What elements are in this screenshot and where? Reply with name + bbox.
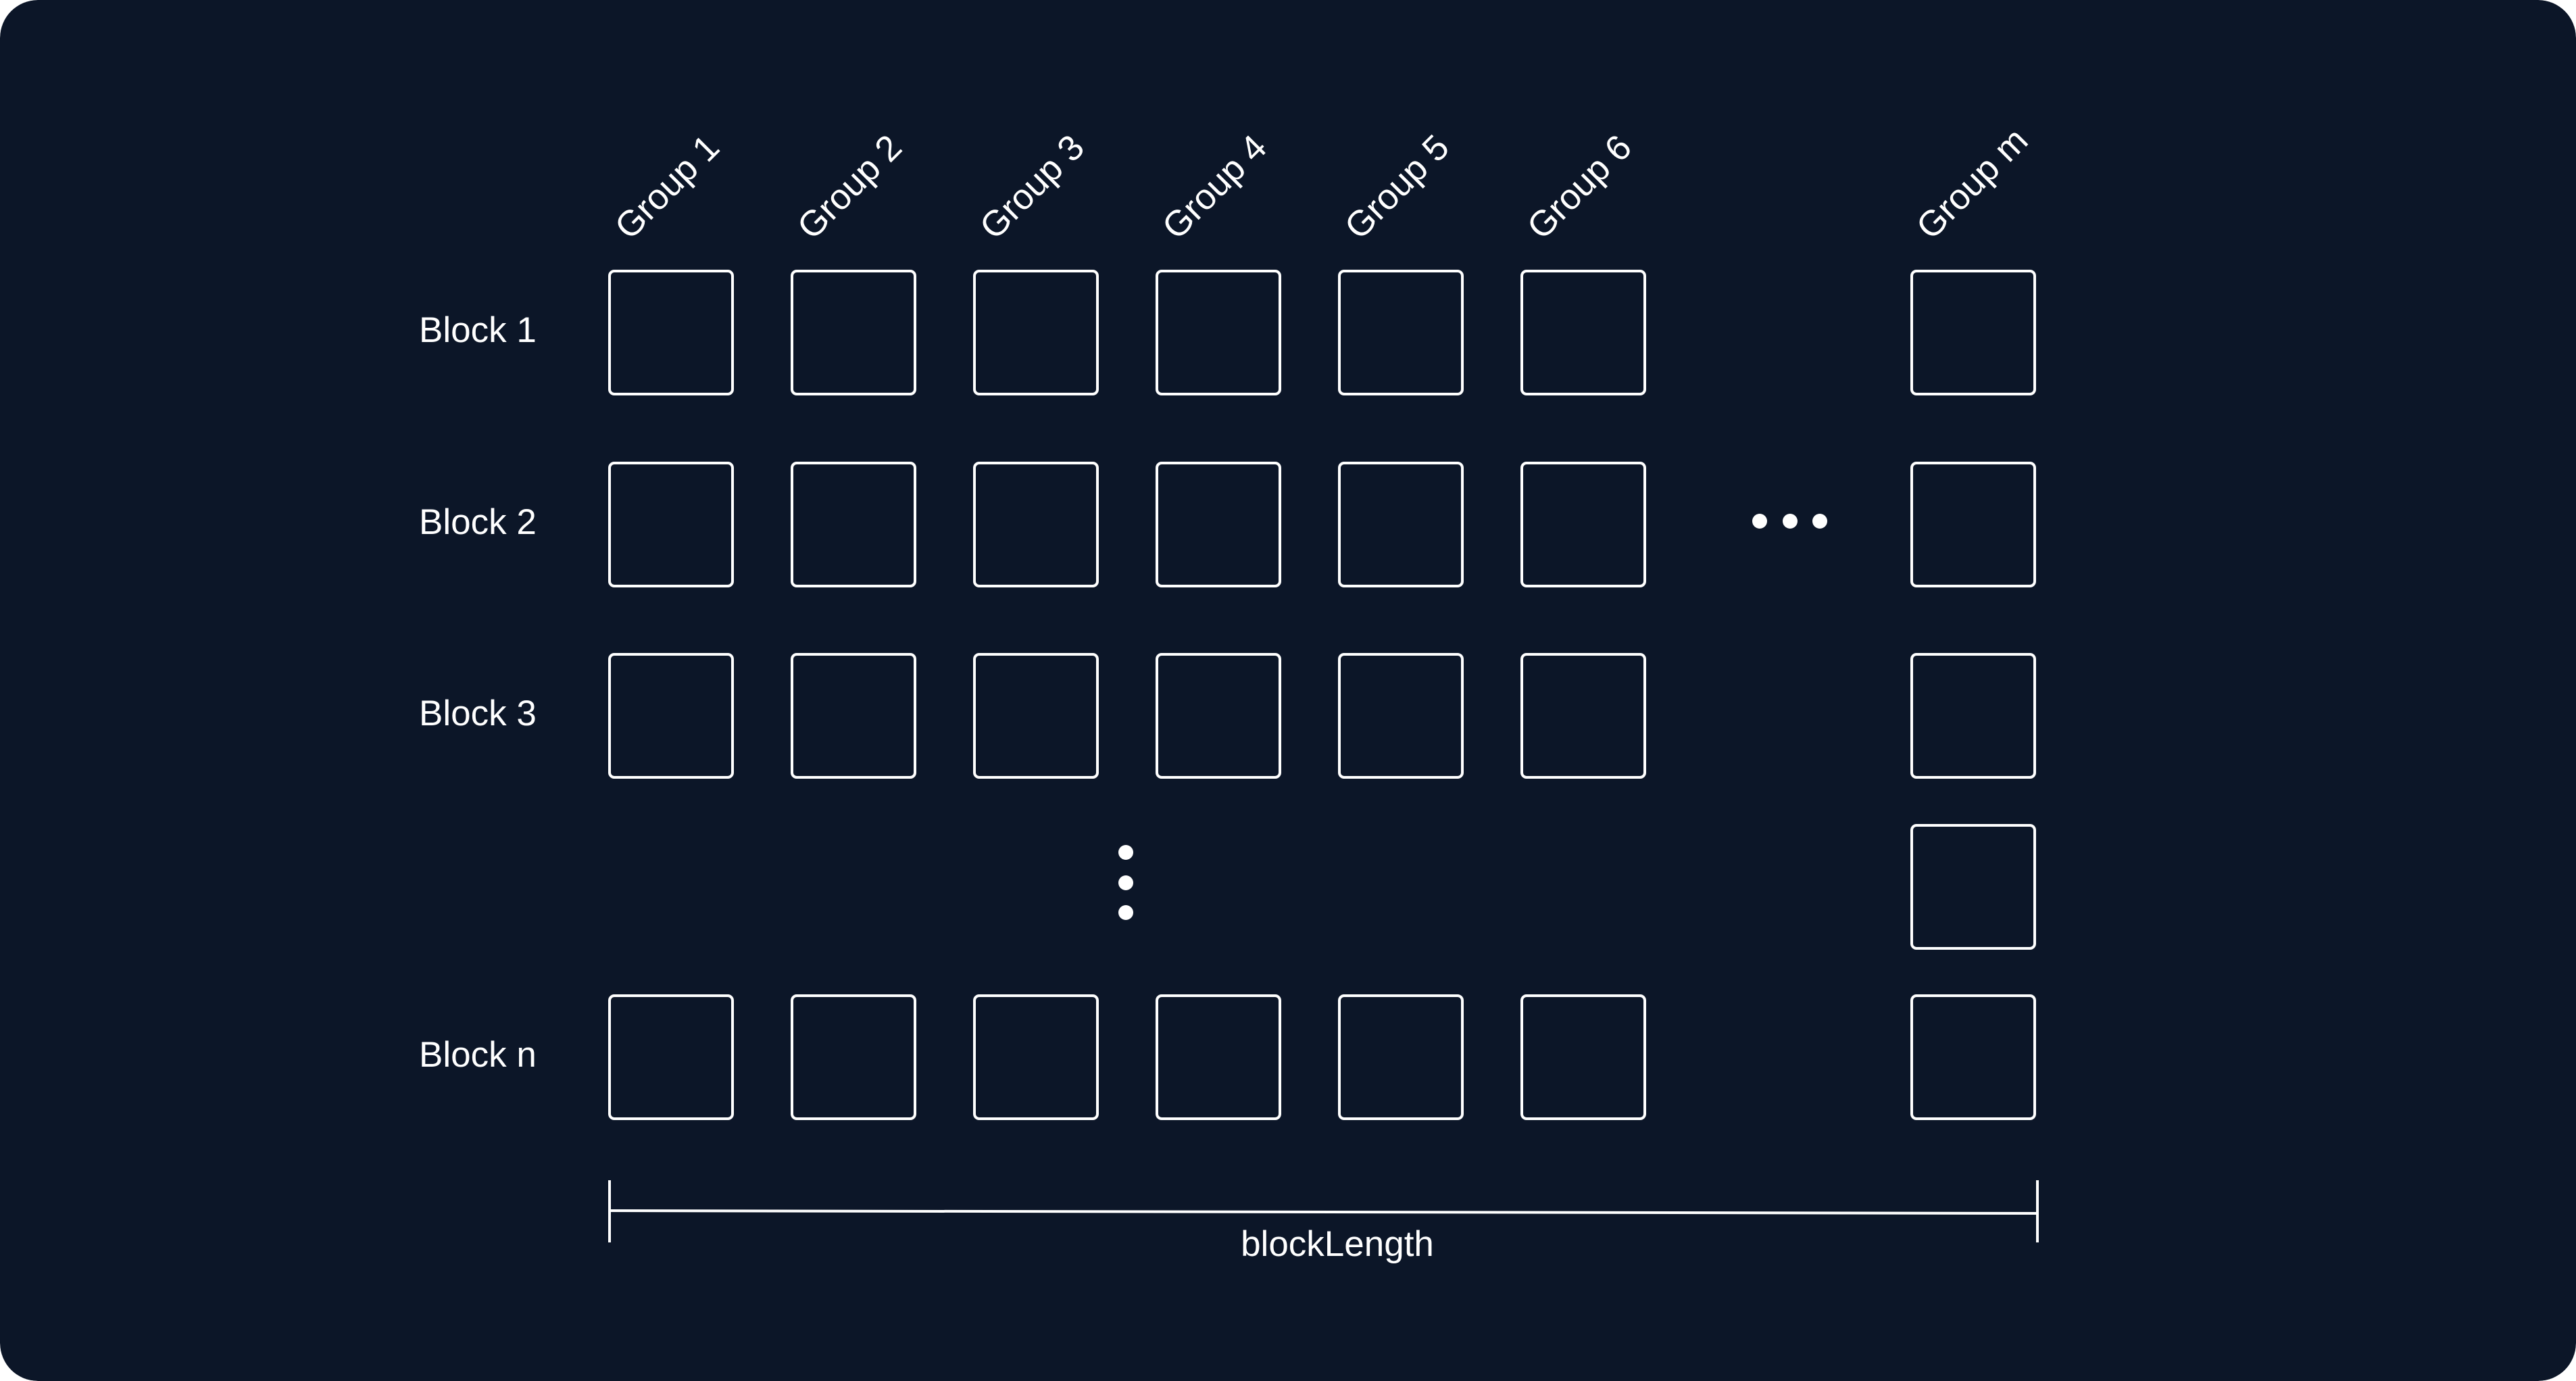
cell-block-3-group-1: [608, 653, 734, 779]
cell-extra-group-m: [1910, 824, 2036, 950]
block-length-label: blockLength: [1241, 1224, 1434, 1264]
cell-block-n-group-m: [1910, 994, 2036, 1120]
block-label-2: Block 2: [419, 502, 537, 542]
cell-block-3-group-5: [1338, 653, 1464, 779]
cell-block-1-group-1: [608, 270, 734, 395]
cell-block-3-group-6: [1520, 653, 1646, 779]
cell-block-2-group-5: [1338, 462, 1464, 587]
cell-block-3-group-3: [973, 653, 1099, 779]
cell-block-n-group-6: [1520, 994, 1646, 1120]
cell-block-3-group-4: [1156, 653, 1281, 779]
cell-block-3-group-m: [1910, 653, 2036, 779]
cell-grid: [608, 270, 2036, 1120]
cell-block-n-group-5: [1338, 994, 1464, 1120]
cell-block-n-group-1: [608, 994, 734, 1120]
cell-block-n-group-2: [791, 994, 916, 1120]
block-label-3: Block 3: [419, 694, 537, 733]
cell-block-2-group-1: [608, 462, 734, 587]
cell-block-1-group-3: [973, 270, 1099, 395]
block-length-bracket: [608, 1180, 2039, 1242]
cell-block-1-group-4: [1156, 270, 1281, 395]
cell-block-2-group-4: [1156, 462, 1281, 587]
cell-block-3-group-2: [791, 653, 916, 779]
cell-block-1-group-5: [1338, 270, 1464, 395]
block-label-1: Block 1: [419, 310, 537, 350]
cell-block-1-group-2: [791, 270, 916, 395]
block-label-n: Block n: [419, 1035, 537, 1075]
cell-block-2-group-m: [1910, 462, 2036, 587]
cell-block-2-group-3: [973, 462, 1099, 587]
cell-block-1-group-6: [1520, 270, 1646, 395]
horizontal-ellipsis-icon: [1752, 514, 1827, 529]
cell-block-n-group-4: [1156, 994, 1281, 1120]
cell-block-2-group-2: [791, 462, 916, 587]
vertical-ellipsis-icon: [1118, 845, 1133, 920]
cell-block-n-group-3: [973, 994, 1099, 1120]
cell-block-2-group-6: [1520, 462, 1646, 587]
cell-block-1-group-m: [1910, 270, 2036, 395]
